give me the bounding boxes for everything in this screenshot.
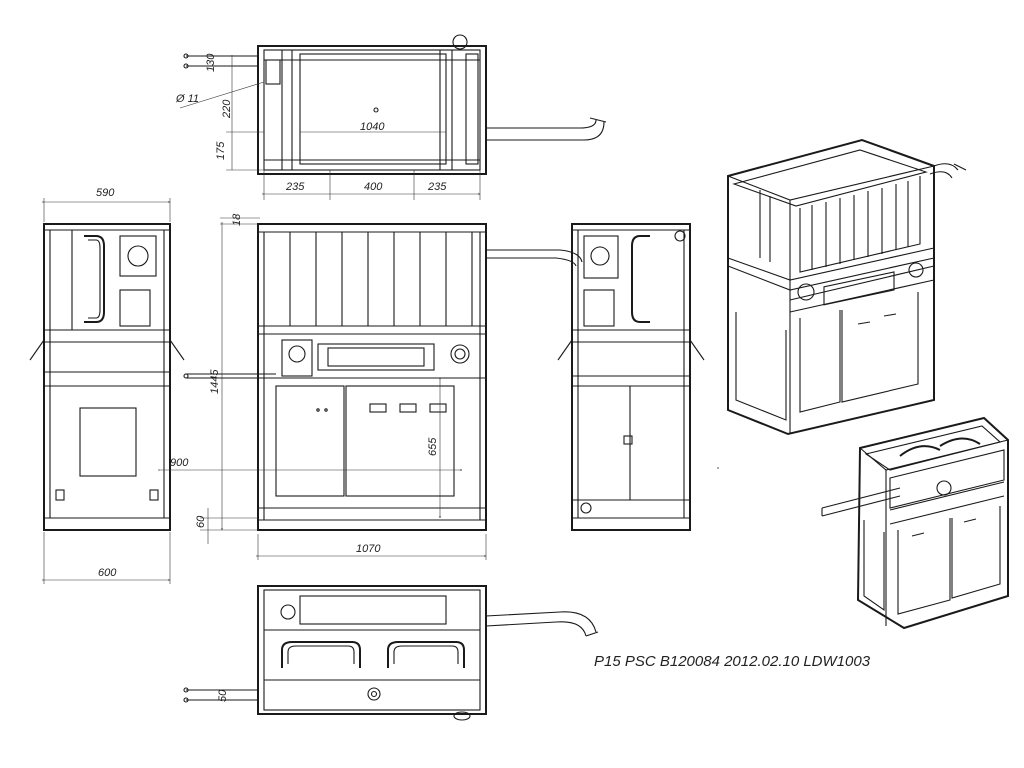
- dim-top-130: 130: [205, 53, 217, 72]
- left-side-view: 590 600: [29, 187, 185, 584]
- dim-top-235b: 235: [427, 181, 447, 193]
- stray-dot: [717, 467, 719, 469]
- dim-side-600: 600: [98, 567, 117, 579]
- dim-side-590: 590: [96, 187, 115, 199]
- top-view: 130 Ø 11 220 1040 175 235 400 235: [175, 34, 607, 200]
- dim-front-1070: 1070: [356, 543, 381, 555]
- right-side-view: [557, 223, 705, 531]
- dim-front-655: 655: [427, 437, 439, 456]
- dim-front-1445: 1445: [209, 369, 221, 394]
- dim-front-60: 60: [195, 515, 207, 528]
- front-view: 18 1445: [160, 213, 583, 560]
- dim-bottom-50: 50: [217, 689, 229, 702]
- bottom-view: 50: [183, 585, 599, 721]
- isometric-view-large: [727, 138, 967, 436]
- dim-front-900: 900: [170, 457, 189, 469]
- dim-front-18: 18: [231, 213, 243, 226]
- dim-top-175: 175: [215, 141, 227, 160]
- dim-top-220: 220: [221, 99, 233, 119]
- dim-top-diameter: Ø 11: [175, 93, 199, 105]
- drawing-caption: P15 PSC B120084 2012.02.10 LDW1003: [594, 653, 871, 670]
- dim-top-400: 400: [364, 181, 383, 193]
- isometric-view-small: [821, 416, 1009, 630]
- dim-top-235a: 235: [285, 181, 305, 193]
- dim-top-1040: 1040: [360, 121, 385, 133]
